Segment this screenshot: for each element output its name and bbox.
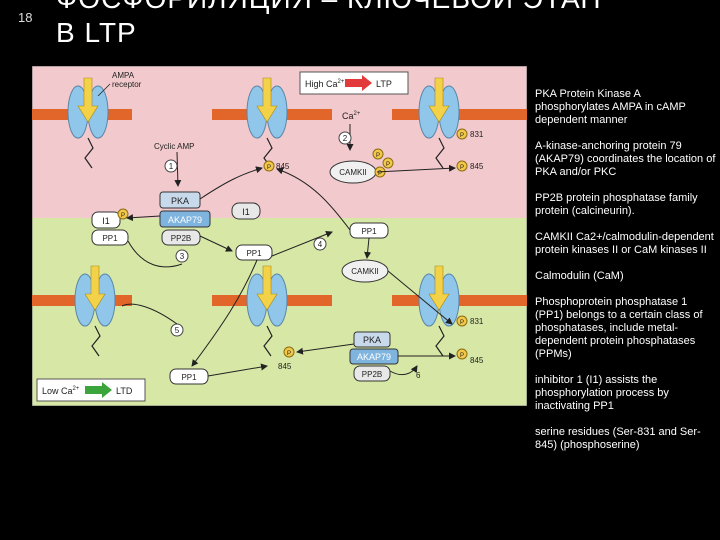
svg-text:PP1: PP1: [102, 234, 118, 243]
svg-text:831: 831: [470, 130, 484, 139]
i1-centre: I1: [231, 202, 261, 220]
note-serine: serine residues (Ser-831 and Ser-845) (p…: [535, 426, 701, 451]
svg-text:2: 2: [343, 134, 348, 143]
step-marker: 5: [170, 323, 184, 337]
svg-text:P: P: [460, 133, 464, 139]
slide-number: 18: [18, 10, 33, 25]
svg-text:CAMKII: CAMKII: [351, 267, 379, 276]
pp1-bottom-left: PP1: [169, 368, 209, 385]
ca-label: Ca2+: [342, 111, 361, 121]
svg-text:PP2B: PP2B: [171, 234, 191, 243]
svg-text:1: 1: [169, 162, 174, 171]
svg-text:P: P: [267, 165, 271, 171]
note-akap79: A-kinase-anchoring protein 79 (AKAP79) c…: [535, 140, 716, 178]
i1-pp1-left: I1 PP1 P: [91, 208, 129, 246]
svg-text:4: 4: [318, 240, 323, 249]
step-marker: 2: [338, 131, 352, 145]
phosphate-bottom-right: P 831 P 845: [456, 315, 484, 365]
phosphate-top-right: P 831 P 845: [456, 128, 484, 172]
arrow-right-icon: [85, 382, 112, 398]
note-calmodulin: Calmodulin (CaM): [535, 270, 624, 282]
svg-text:PKA: PKA: [171, 196, 189, 206]
arrow-right-icon: [345, 75, 372, 91]
svg-text:5: 5: [175, 326, 180, 335]
svg-text:P: P: [460, 320, 464, 326]
step-marker: 1: [164, 159, 178, 173]
svg-text:845: 845: [276, 162, 290, 171]
svg-text:P: P: [460, 353, 464, 359]
svg-text:CAMKII: CAMKII: [339, 168, 367, 177]
high-ca-ltp-box: High Ca2+ LTP: [299, 71, 409, 95]
note-pp2b: PP2B protein phosphatase family protein …: [535, 192, 698, 217]
note-camkii: CAMKII Ca2+/calmodulin-dependent protein…: [535, 231, 714, 256]
ltp-phosphorylation-diagram: High Ca2+ LTP Low Ca2+ LTD AMPA receptor…: [32, 66, 527, 406]
slide-title: ФОСФОРИЛЯЦИЯ – КЛЮЧЕВОЙ ЭТАП В LTP: [56, 0, 602, 50]
note-pp1: Phosphoprotein phosphatase 1 (PP1) belon…: [535, 296, 703, 360]
svg-text:PP1: PP1: [181, 373, 197, 382]
step-marker: 3: [175, 249, 189, 263]
note-pka: PKA Protein Kinase A phosphorylates AMPA…: [535, 88, 686, 126]
receptor-label: receptor: [112, 80, 142, 89]
svg-text:Low Ca2+: Low Ca2+: [42, 386, 80, 396]
pp1-centre: PP1: [235, 244, 273, 261]
svg-text:P: P: [376, 153, 380, 159]
notes-panel: PKA Protein Kinase A phosphorylates AMPA…: [535, 88, 717, 465]
svg-text:845: 845: [278, 362, 292, 371]
camkii-top: CAMKII P P P: [329, 148, 394, 184]
svg-text:AKAP79: AKAP79: [357, 352, 391, 362]
svg-text:831: 831: [470, 317, 484, 326]
pka-complex-top: PKA AKAP79 PP2B: [159, 191, 211, 246]
svg-text:P: P: [386, 162, 390, 168]
svg-text:P: P: [287, 351, 291, 357]
svg-text:P: P: [121, 213, 125, 219]
svg-text:PP1: PP1: [361, 227, 377, 236]
note-i1: inhibitor 1 (I1) assists the phosphoryla…: [535, 374, 669, 412]
svg-text:PKA: PKA: [363, 335, 381, 345]
step-marker: 4: [313, 237, 327, 251]
ampa-label: AMPA: [112, 71, 135, 80]
svg-text:PP2B: PP2B: [362, 370, 382, 379]
pp1-right: PP1: [349, 222, 389, 239]
step-6-label: 6: [416, 371, 421, 380]
phosphate-top-left: P 845: [263, 160, 290, 172]
slide-title-line-2: В LTP: [56, 17, 137, 48]
camkii-bottom: CAMKII: [341, 259, 389, 283]
svg-text:I1: I1: [242, 207, 250, 217]
cyclic-amp-label: Cyclic AMP: [154, 142, 194, 151]
pka-complex-bottom: PKA AKAP79 PP2B: [349, 331, 399, 382]
svg-text:I1: I1: [102, 216, 110, 226]
svg-text:845: 845: [470, 162, 484, 171]
svg-text:AKAP79: AKAP79: [168, 215, 202, 225]
svg-text:845: 845: [470, 356, 484, 365]
svg-text:3: 3: [180, 252, 185, 261]
phosphate-bottom-centre: P 845: [278, 346, 295, 371]
svg-text:P: P: [460, 165, 464, 171]
svg-text:High Ca2+: High Ca2+: [305, 79, 345, 89]
svg-text:P: P: [378, 171, 382, 177]
slide-title-line-1: ФОСФОРИЛЯЦИЯ – КЛЮЧЕВОЙ ЭТАП: [56, 0, 602, 16]
low-ca-ltd-box: Low Ca2+ LTD: [36, 378, 146, 402]
svg-text:PP1: PP1: [246, 249, 262, 258]
svg-text:LTP: LTP: [376, 79, 392, 89]
svg-text:LTD: LTD: [116, 386, 133, 396]
pathway-arrows: [121, 164, 456, 377]
